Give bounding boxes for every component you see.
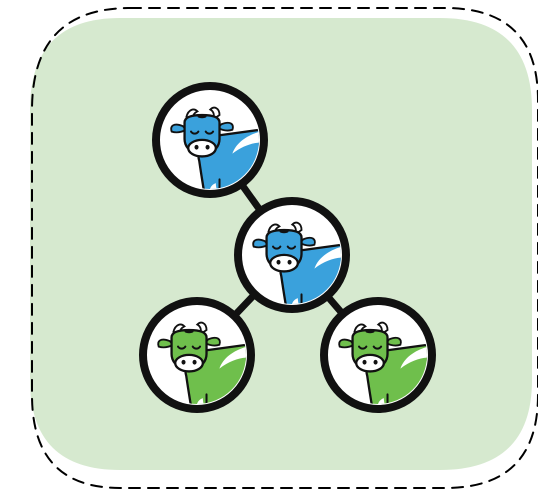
node-ring bbox=[152, 82, 268, 198]
node-bottom-right bbox=[320, 297, 436, 413]
node-ring bbox=[139, 297, 255, 413]
nodes-group bbox=[139, 82, 436, 413]
node-center bbox=[234, 197, 350, 313]
panel-dashed-border bbox=[31, 7, 538, 489]
node-ring bbox=[320, 297, 436, 413]
node-top-left bbox=[152, 82, 268, 198]
node-ring bbox=[234, 197, 350, 313]
node-bottom-left bbox=[139, 297, 255, 413]
